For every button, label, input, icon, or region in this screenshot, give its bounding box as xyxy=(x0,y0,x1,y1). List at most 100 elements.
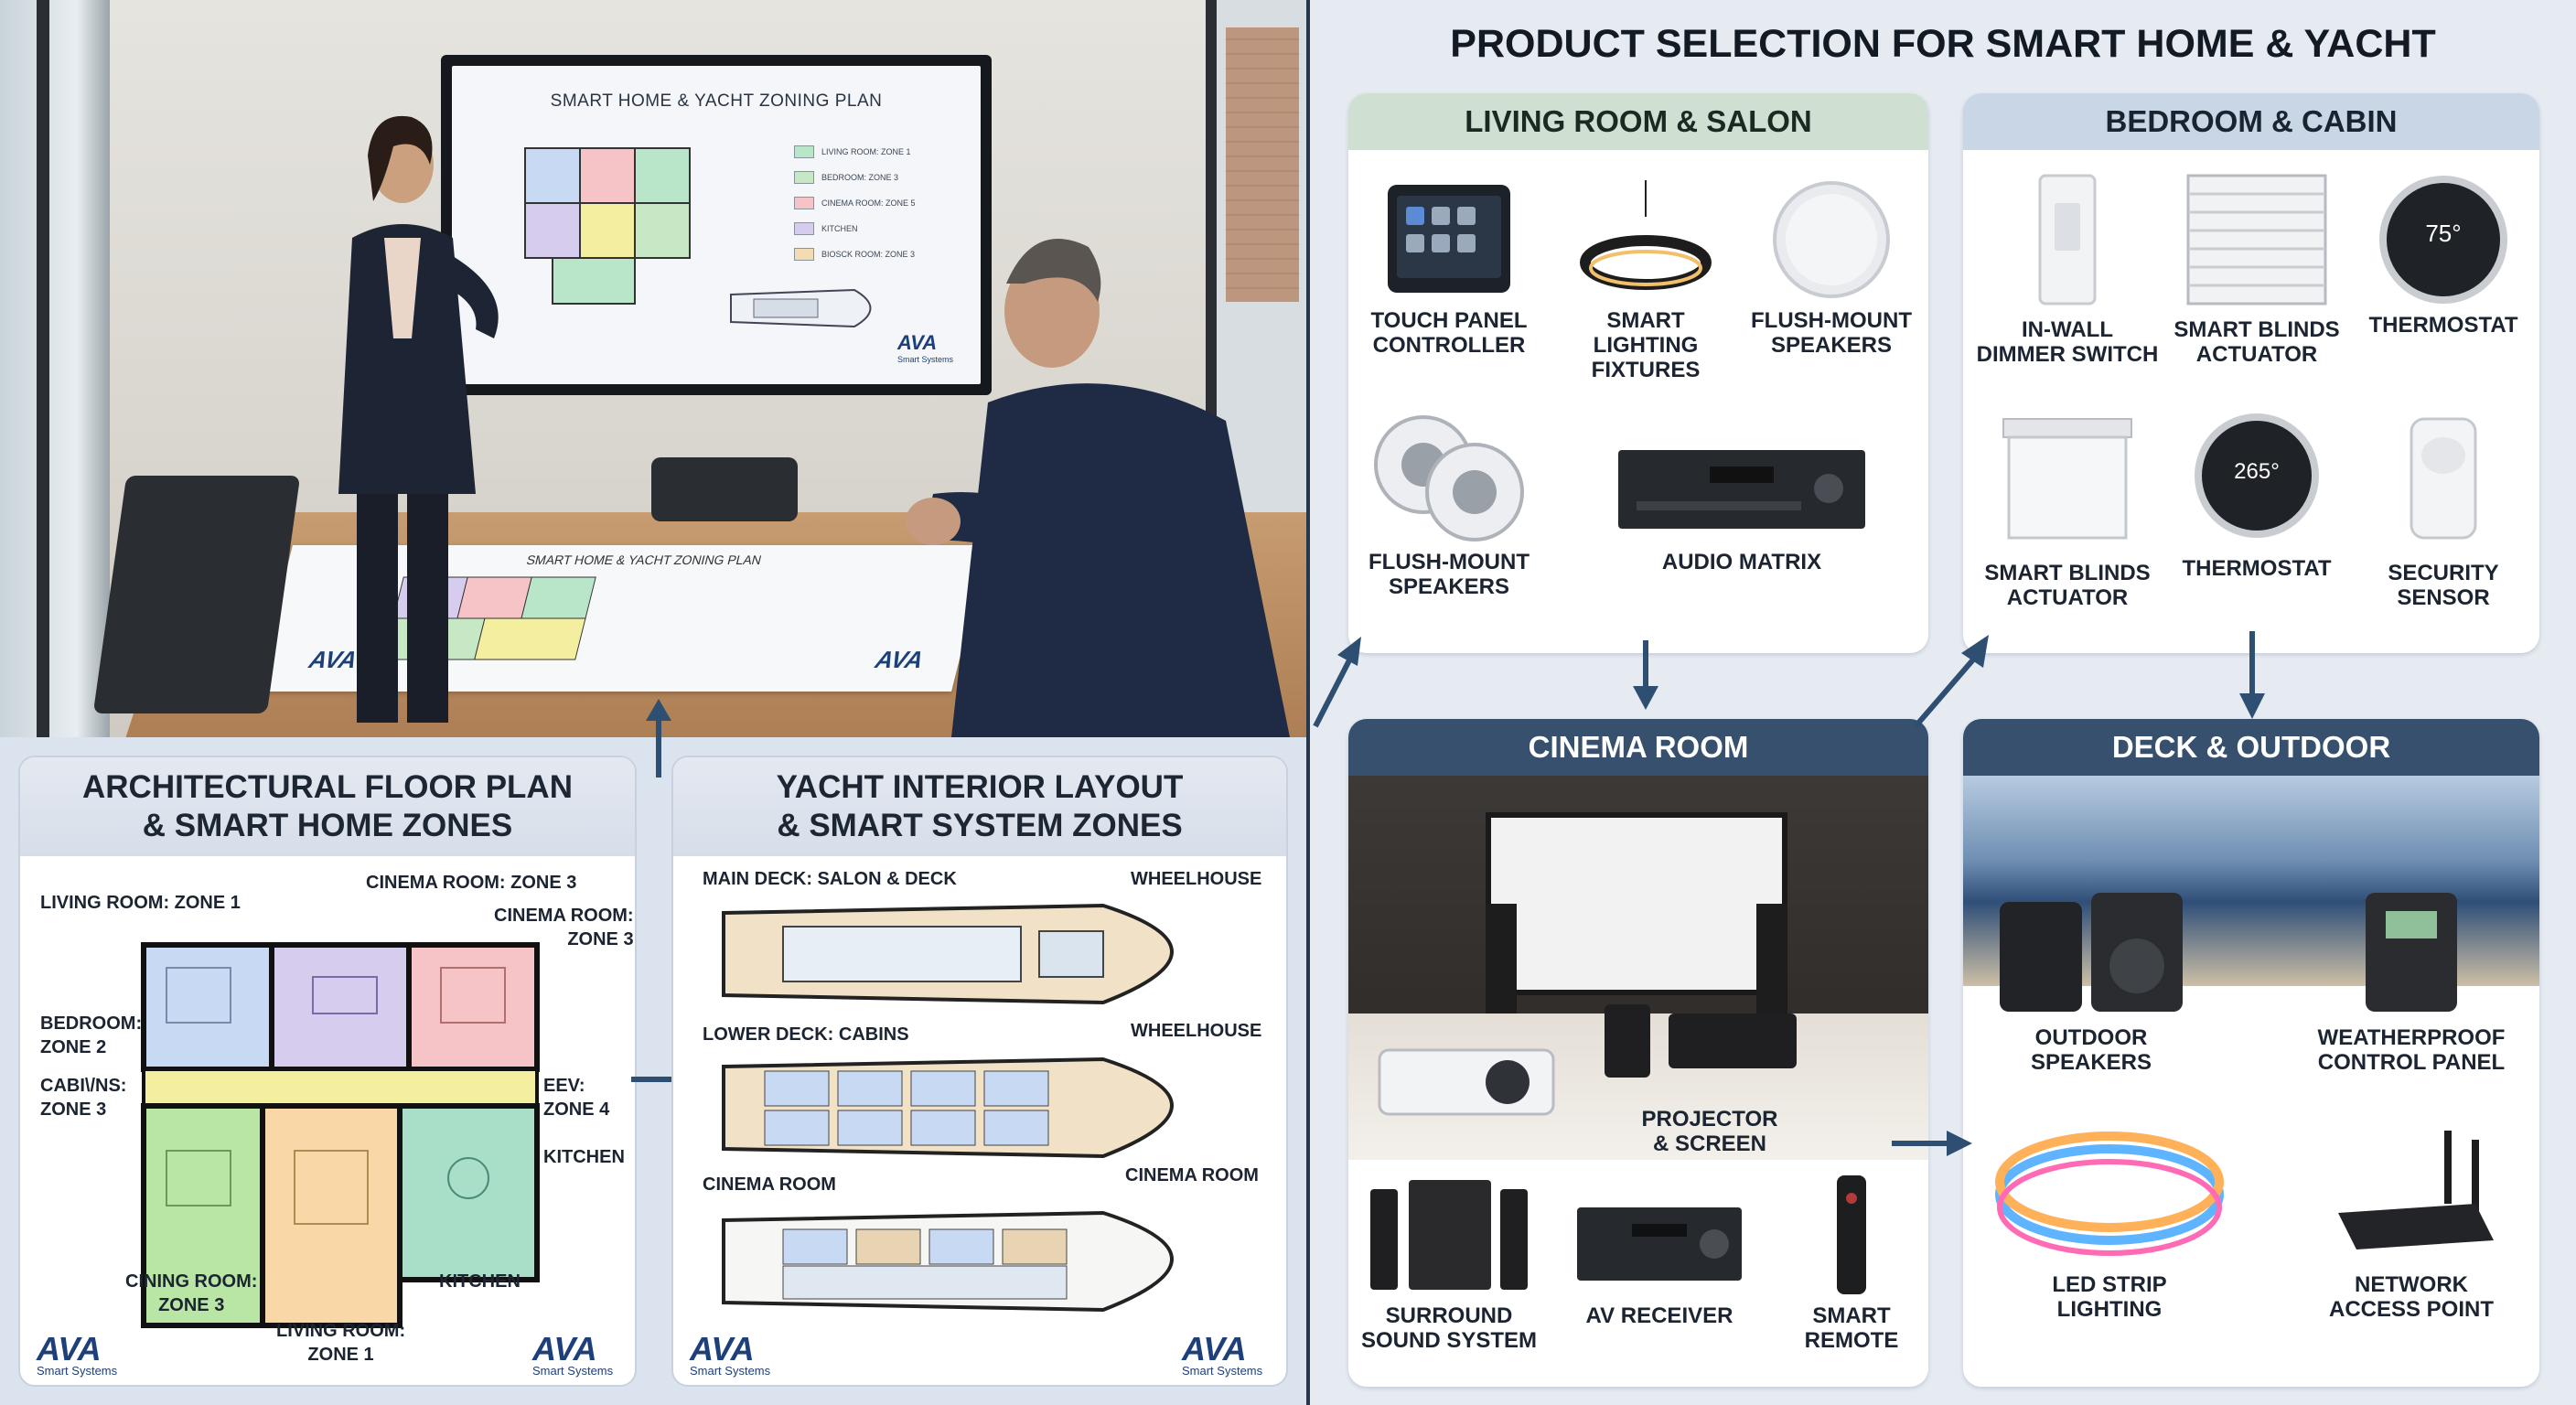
arrow-down-icon xyxy=(1633,640,1658,710)
product-touch-panel: TOUCH PANEL CONTROLLER xyxy=(1367,176,1531,358)
security-sensor-icon xyxy=(2410,417,2477,540)
product-caption: ACTUATOR xyxy=(2195,342,2318,367)
product-caption: SMART LIGHTING xyxy=(1593,308,1699,358)
legend-swatch xyxy=(794,145,814,158)
label-living-bottom: LIVING ROOM:ZONE 1 xyxy=(276,1321,406,1365)
product-caption: SURROUND xyxy=(1385,1303,1513,1328)
label-cabins: CABI\/NS:ZONE 3 xyxy=(40,1076,127,1120)
product-caption: TOUCH PANEL xyxy=(1370,308,1528,333)
product-audio-matrix: AUDIO MATRIX xyxy=(1605,432,1879,574)
access-point-icon xyxy=(2338,1131,2494,1249)
product-caption: AUDIO MATRIX xyxy=(1661,550,1822,574)
arrow-right-icon xyxy=(1892,1131,1972,1156)
yacht-panel: YACHT INTERIOR LAYOUT & SMART SYSTEM ZON… xyxy=(671,756,1288,1387)
product-access-point: NETWORK ACCESS POINT xyxy=(2311,1121,2512,1322)
arrow-up-right-icon xyxy=(1313,637,1361,728)
chair-left xyxy=(92,476,301,713)
product-smart-blinds: SMART BLINDS ACTUATOR xyxy=(2170,166,2344,367)
label-lower-deck: LOWER DECK: CABINS xyxy=(703,1024,909,1045)
product-caption: SPEAKERS xyxy=(1388,574,1510,599)
yacht-lower-deck xyxy=(722,1056,1174,1159)
arrow-up-icon xyxy=(646,699,671,778)
product-led-strip: LED STRIP LIGHTING xyxy=(1981,1121,2238,1322)
floor-plan-subtitle: & SMART HOME ZONES xyxy=(142,808,513,843)
product-dimmer-switch: IN-WALL DIMMER SWITCH xyxy=(1976,166,2159,367)
label-wheelhouse-1: WHEELHOUSE xyxy=(1131,869,1262,889)
product-caption: REMOTE xyxy=(1804,1328,1899,1353)
product-caption: LED STRIP xyxy=(2052,1272,2167,1297)
product-caption: SPEAKERS xyxy=(2030,1050,2152,1075)
legend-swatch xyxy=(794,222,814,235)
tower-speaker xyxy=(1486,904,1517,1032)
yacht-header: YACHT INTERIOR LAYOUT & SMART SYSTEM ZON… xyxy=(673,757,1286,856)
display-legend: LIVING ROOM: ZONE 1 BEDROOM: ZONE 3 CINE… xyxy=(794,139,959,267)
presenter-figure xyxy=(338,115,499,723)
product-caption: CONTROLLER xyxy=(1372,333,1526,358)
product-caption: SENSOR xyxy=(2397,585,2490,610)
cinema-screen xyxy=(1486,812,1787,995)
product-projector: PROJECTOR & SCREEN xyxy=(1605,1107,1815,1156)
label-living-top: LIVING ROOM: ZONE 1 xyxy=(40,893,241,913)
ceiling-speakers-icon xyxy=(1374,415,1524,542)
product-flush-speakers: FLUSH-MOUNT SPEAKERS xyxy=(1749,176,1914,358)
av-receiver-icon xyxy=(1577,1207,1742,1281)
label-eev: EEV:ZONE 4 xyxy=(543,1076,610,1120)
arrow-down-icon xyxy=(2239,631,2265,719)
label-cinema-top: CINEMA ROOM: ZONE 3 xyxy=(366,873,577,893)
product-selection: PRODUCT SELECTION FOR SMART HOME & YACHT… xyxy=(1310,0,2576,1405)
label-cining-room: CINING ROOM:ZONE 3 xyxy=(125,1271,258,1315)
product-surround-sound: SURROUND SOUND SYSTEM xyxy=(1358,1171,1540,1353)
label-kitchen-bottom: KITCHEN xyxy=(439,1271,521,1292)
yacht-main-deck xyxy=(722,903,1174,1005)
dimmer-switch-icon xyxy=(2038,174,2097,306)
card-title-deck: DECK & OUTDOOR xyxy=(1963,719,2539,776)
legend-item: KITCHEN xyxy=(821,224,858,233)
product-control-panel: WEATHERPROOF CONTROL PANEL xyxy=(2292,884,2530,1075)
legend-swatch xyxy=(794,248,814,261)
floor-plan-drawing xyxy=(141,942,540,1328)
product-caption: IN-WALL xyxy=(2022,317,2113,342)
product-smart-blinds-2: SMART BLINDS ACTUATOR xyxy=(1976,401,2159,610)
product-caption: SOUND SYSTEM xyxy=(1360,1328,1538,1353)
product-security-sensor: SECURITY SENSOR xyxy=(2356,401,2530,610)
tower-speaker xyxy=(1756,904,1787,1032)
product-caption: & SCREEN xyxy=(1652,1132,1767,1156)
blueprint-title: SMART HOME & YACHT ZONING PLAN xyxy=(524,552,764,567)
product-caption: AV RECEIVER xyxy=(1585,1303,1733,1328)
remote-icon xyxy=(1837,1175,1866,1294)
product-caption: SMART BLINDS xyxy=(2174,317,2340,342)
product-caption: SPEAKERS xyxy=(1770,333,1893,358)
legend-swatch xyxy=(794,197,814,209)
product-thermostat-2: 265° THERMOSTAT xyxy=(2170,401,2344,581)
card-title-cinema: CINEMA ROOM xyxy=(1348,719,1928,776)
card-title-living: LIVING ROOM & SALON xyxy=(1348,93,1928,150)
outdoor-speakers-icon xyxy=(2000,893,2183,1012)
product-caption: FIXTURES xyxy=(1591,358,1701,382)
product-caption: THERMOSTAT xyxy=(2368,313,2518,338)
floor-plan-header: ARCHITECTURAL FLOOR PLAN & SMART HOME ZO… xyxy=(20,757,635,856)
thermostat-icon: 75° xyxy=(2370,166,2517,313)
label-kitchen-right: KITCHEN xyxy=(543,1147,625,1167)
card-title-bedroom: BEDROOM & CABIN xyxy=(1963,93,2539,150)
product-caption: SMART xyxy=(1812,1303,1891,1328)
led-strip-icon xyxy=(1995,1132,2224,1256)
product-caption: PROJECTOR xyxy=(1641,1107,1778,1132)
product-caption: ACTUATOR xyxy=(2006,585,2129,610)
product-av-receiver: AV RECEIVER xyxy=(1568,1171,1751,1328)
product-caption: FLUSH-MOUNT xyxy=(1368,550,1530,574)
speaker-set-icon xyxy=(1605,1004,1797,1078)
product-caption: FLUSH-MOUNT xyxy=(1751,308,1912,333)
display-screen: SMART HOME & YACHT ZONING PLAN LIVING RO… xyxy=(452,66,981,384)
ceiling-speaker-icon xyxy=(1773,181,1890,298)
label-cinema-right: CINEMA ROOM:ZONE 3 xyxy=(494,906,634,949)
display-yacht-icon xyxy=(730,288,872,328)
product-caption: SECURITY xyxy=(2388,561,2499,585)
display-title: SMART HOME & YACHT ZONING PLAN xyxy=(550,91,883,111)
client-figure xyxy=(906,239,1290,737)
product-caption: CONTROL PANEL xyxy=(2317,1050,2506,1075)
thermostat-reading: 265° xyxy=(2234,459,2280,484)
